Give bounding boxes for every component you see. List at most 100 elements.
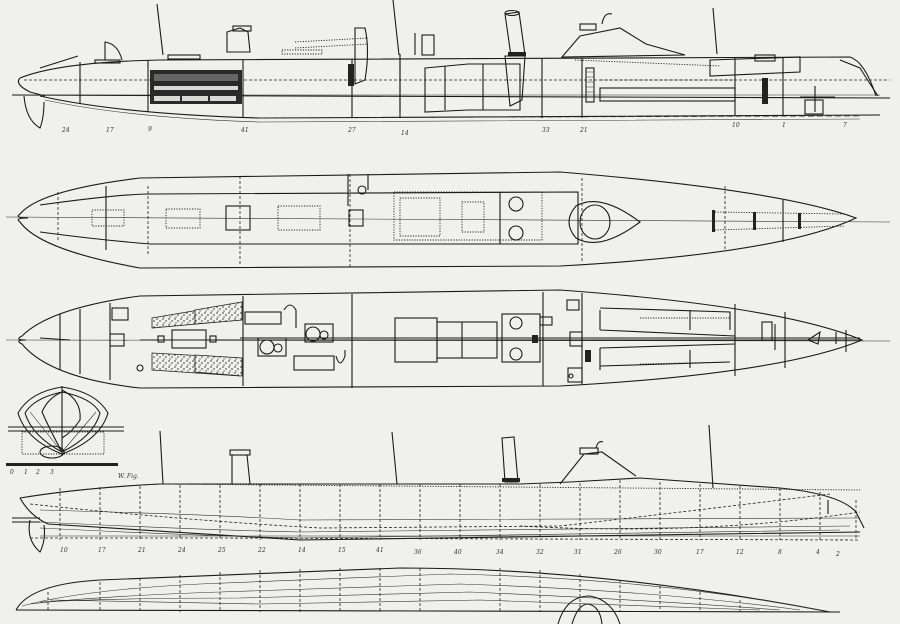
- svg-text:22: 22: [257, 547, 266, 554]
- svg-text:21: 21: [137, 547, 146, 554]
- frame-label: 17: [106, 127, 114, 134]
- svg-text:3: 3: [50, 469, 54, 476]
- pump-cylinder: [259, 339, 275, 355]
- svg-text:34: 34: [496, 549, 504, 556]
- waterline: [11, 94, 891, 99]
- forward-magazine: [599, 87, 736, 102]
- bulkheads: [79, 57, 784, 118]
- steam-winch: [421, 34, 435, 56]
- half-breadth-outline: [15, 567, 831, 613]
- torpedo-tube: [294, 37, 369, 49]
- propeller-arc: [557, 595, 621, 624]
- frame-label: 9: [148, 126, 152, 133]
- flagstaff: [39, 55, 79, 69]
- anchor-symbol: [806, 330, 838, 345]
- foremast: [712, 7, 718, 55]
- annotation: W. Fig.: [118, 473, 139, 480]
- inboard-frame-labels: 24 17 9 41 27 14 33 21 10 1 7: [61, 122, 847, 137]
- aft-mast: [156, 3, 164, 56]
- internal-plan-view: [5, 289, 891, 389]
- svg-text:24: 24: [177, 547, 186, 554]
- svg-text:14: 14: [298, 547, 306, 554]
- svg-text:36: 36: [414, 549, 422, 556]
- funnel-profile: [501, 436, 519, 483]
- bow-torpedo-tube: [709, 56, 801, 77]
- svg-text:32: 32: [536, 549, 544, 556]
- svg-text:4: 4: [815, 549, 820, 556]
- frame-label: 41: [240, 127, 249, 134]
- conning-tower: [560, 27, 686, 58]
- svg-text:1: 1: [24, 469, 28, 476]
- funnel-opening: [508, 225, 524, 241]
- boiler: [501, 313, 541, 363]
- body-section-view: 0 1 2 3: [6, 386, 124, 476]
- svg-text:30: 30: [654, 549, 662, 556]
- frame-label: 24: [61, 127, 70, 134]
- svg-text:2: 2: [835, 551, 840, 558]
- internal-hull-outline: [18, 289, 864, 389]
- anchor-winch: [804, 99, 824, 115]
- svg-text:17: 17: [98, 547, 106, 554]
- frame-label: 1: [782, 122, 786, 129]
- svg-text:25: 25: [217, 547, 226, 554]
- inboard-profile-view: 24 17 9 41 27 14 33 21 10 1 7: [11, 0, 891, 137]
- deck-hatch: [277, 205, 321, 231]
- scale-ticks: 0 1 2 3: [10, 469, 54, 476]
- rudder-profile: [28, 519, 46, 553]
- gun-mount-profile: [231, 454, 251, 485]
- foremast-profile: [708, 424, 714, 489]
- rudder: [23, 95, 45, 129]
- funnel: [504, 11, 526, 57]
- aft-mast-profile: [159, 430, 164, 485]
- deck-hull-outline: [17, 171, 858, 269]
- pump-cylinder: [305, 326, 321, 342]
- svg-text:12: 12: [736, 549, 744, 556]
- frame-label: 7: [843, 122, 847, 129]
- bow: [839, 59, 879, 97]
- stern: [17, 77, 46, 97]
- svg-text:15: 15: [338, 547, 346, 554]
- outboard-frame-labels: 10 17 21 24 25 22 14 15 41 36 40 34 32 3…: [60, 547, 840, 558]
- engine-skylight: [393, 191, 543, 241]
- svg-text:8: 8: [778, 549, 782, 556]
- conning-tower-profile: [559, 451, 637, 485]
- coal-bunker: [194, 354, 243, 377]
- aft-steering: [109, 333, 125, 347]
- svg-text:0: 0: [10, 469, 14, 476]
- conning-tower-plan: [568, 201, 641, 243]
- scale-bar: [6, 463, 118, 466]
- svg-text:17: 17: [696, 549, 704, 556]
- svg-text:31: 31: [574, 549, 582, 556]
- main-mast-profile: [391, 431, 398, 485]
- half-breadth-view: [15, 567, 841, 624]
- frame-label: 33: [542, 127, 550, 134]
- frame-label: 10: [732, 122, 740, 129]
- svg-text:2: 2: [35, 469, 40, 476]
- sheer-line: [19, 477, 865, 529]
- deck-plan-view: [5, 171, 891, 269]
- aft-ventilator: [104, 41, 123, 61]
- keel-profile: [19, 497, 861, 541]
- coal-bunker: [194, 301, 243, 325]
- deck-hatch: [91, 209, 125, 227]
- deck-ventilator: [354, 27, 369, 85]
- frame-label: 21: [579, 127, 588, 134]
- centerline: [5, 216, 891, 223]
- svg-text:40: 40: [453, 549, 462, 556]
- svg-text:26: 26: [613, 549, 622, 556]
- main-mast: [392, 0, 400, 56]
- frame-label: 27: [347, 127, 356, 134]
- deck-hatch: [165, 208, 201, 229]
- outboard-profile-view: W. Fig.: [12, 424, 865, 558]
- aft-gun-mount: [226, 27, 251, 53]
- feed-pump: [244, 311, 282, 325]
- engine-block: [424, 63, 521, 113]
- svg-text:10: 10: [60, 547, 68, 554]
- deck-line: [19, 56, 877, 97]
- svg-text:41: 41: [375, 547, 384, 554]
- deck-hatch: [348, 209, 364, 227]
- deck-hatch: [225, 205, 251, 231]
- frame-label: 14: [401, 130, 409, 137]
